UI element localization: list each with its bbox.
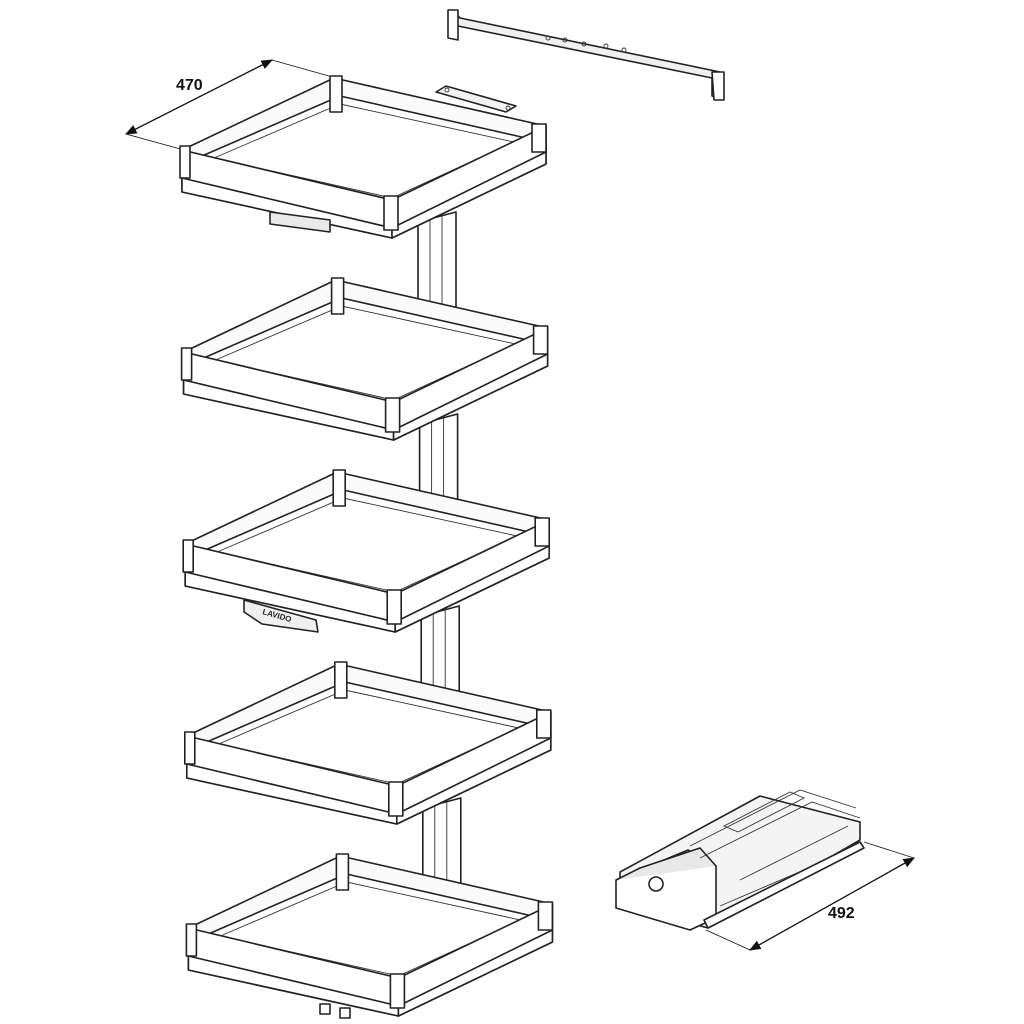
corner-post <box>334 661 348 699</box>
tray-stack <box>179 75 554 1019</box>
corner-post <box>330 277 345 315</box>
brand-plate: LAVIDO <box>243 599 319 633</box>
corner-post <box>531 123 547 153</box>
tray-3 <box>182 469 551 737</box>
top-post <box>269 211 331 233</box>
corner-post <box>185 923 198 957</box>
depth-dimension: 492 <box>705 841 916 951</box>
depth-dimension-label: 492 <box>828 905 855 922</box>
corner-post <box>180 347 193 381</box>
top-bracket-icon <box>447 9 725 101</box>
width-dimension-label: 470 <box>176 77 203 94</box>
corner-post <box>386 589 403 625</box>
corner-post <box>383 195 399 231</box>
corner-post <box>335 853 350 891</box>
drawer-unit-icon <box>615 789 865 931</box>
corner-post <box>184 731 196 765</box>
corner-post <box>388 781 404 817</box>
mounting-plate-icon <box>435 85 517 113</box>
corner-post <box>182 539 195 573</box>
width-dimension: 470 <box>124 59 337 151</box>
base-feet <box>319 1003 351 1019</box>
corner-post <box>532 325 549 355</box>
corner-post <box>179 145 191 179</box>
tray-5 <box>185 853 554 1017</box>
tray-2 <box>180 277 549 545</box>
corner-post <box>537 901 554 931</box>
corner-post <box>389 973 406 1009</box>
corner-post <box>384 397 401 433</box>
corner-post <box>329 75 343 113</box>
corner-post <box>534 517 551 547</box>
corner-post <box>536 709 552 739</box>
corner-post <box>332 469 347 507</box>
